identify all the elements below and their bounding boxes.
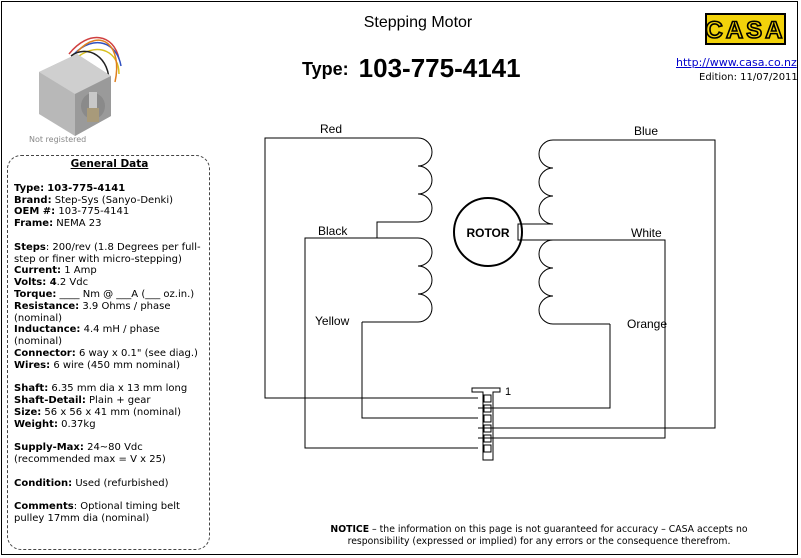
page-title: Stepping Motor <box>363 14 473 31</box>
left-coil <box>362 137 433 323</box>
spec-volts-value: .2 Vdc <box>56 277 89 289</box>
spec-comments-label: Comments <box>14 501 74 513</box>
label-white: White <box>631 226 662 240</box>
spec-torque-value: ____ Nm @ ___A (___ oz.in.) <box>59 288 195 300</box>
spec-steps-value: : 200/rev (1.8 Degrees per full-step or … <box>14 241 201 265</box>
spec-size: Size: 56 x 56 x 41 mm (nominal) <box>14 407 205 419</box>
spec-shaft-detail: Shaft-Detail: Plain + gear <box>14 395 205 407</box>
spec-oem-value: 103-775-4141 <box>58 206 130 218</box>
spec-connector-value: 6 way x 0.1" (see diag.) <box>78 347 198 359</box>
spec-oem-label: OEM #: <box>14 206 56 218</box>
spec-current-label: Current: <box>14 265 62 277</box>
spec-oem: OEM #: 103-775-4141 <box>14 206 205 218</box>
notice-label: NOTICE <box>330 524 370 535</box>
spec-wires-label: Wires: <box>14 359 51 371</box>
spec-brand: Brand: Step-Sys (Sanyo-Denki) <box>14 195 205 207</box>
spec-type-value: 103-775-4141 <box>47 182 126 194</box>
spec-type: Type: 103-775-4141 <box>14 183 205 195</box>
spec-size-label: Size: <box>14 406 42 418</box>
spec-connector: Connector: 6 way x 0.1" (see diag.) <box>14 348 205 360</box>
spec-condition-label: Condition: <box>14 477 73 489</box>
spec-supply-value: 24~80 Vdc <box>87 442 143 454</box>
connector-body <box>471 387 501 461</box>
spec-current: Current: 1 Amp <box>14 265 205 277</box>
label-orange: Orange <box>627 317 667 331</box>
spec-brand-label: Brand: <box>14 194 52 206</box>
wire-blue <box>478 139 716 429</box>
spec-steps: Steps: 200/rev (1.8 Degrees per full-ste… <box>14 242 205 266</box>
spec-resistance-value: 3.9 Ohms / phase (nominal) <box>14 300 171 324</box>
connector-pins <box>483 394 492 453</box>
spec-shaft: Shaft: 6.35 mm dia x 13 mm long <box>14 383 205 395</box>
right-coil <box>517 139 610 325</box>
photo-watermark: Not registered <box>29 135 87 144</box>
edition-date: Edition: 11/07/2011 <box>699 72 798 83</box>
wire-orange <box>478 324 611 409</box>
spec-wires: Wires: 6 wire (450 mm nominal) <box>14 360 205 372</box>
wire-white <box>478 239 666 439</box>
spec-torque: Torque: ____ Nm @ ___A (___ oz.in.) <box>14 289 205 301</box>
pin-one-label: 1 <box>505 386 511 398</box>
spec-shaft-label: Shaft: <box>14 383 49 395</box>
spec-volts: Volts: 4.2 Vdc <box>14 277 205 289</box>
label-black: Black <box>318 224 348 238</box>
spec-comments-value: : Optional timing belt pulley 17mm dia (… <box>14 501 180 525</box>
spec-weight-label: Weight: <box>14 418 58 430</box>
spec-comments: Comments: Optional timing belt pulley 17… <box>14 501 205 525</box>
spec-weight-value: 0.37kg <box>61 418 96 430</box>
spec-supply-label: Supply-Max: <box>14 442 84 454</box>
spec-brand-value: Step-Sys (Sanyo-Denki) <box>54 194 174 206</box>
spec-type-label: Type: <box>14 182 45 194</box>
spec-connector-label: Connector: <box>14 347 76 359</box>
rotor-label: ROTOR <box>466 226 509 240</box>
spec-inductance: Inductance: 4.4 mH / phase (nominal) <box>14 324 205 348</box>
motor-photo <box>19 24 123 148</box>
spec-inductance-label: Inductance: <box>14 324 81 336</box>
spec-resistance: Resistance: 3.9 Ohms / phase (nominal) <box>14 301 205 325</box>
website-link[interactable]: http://www.casa.co.nz <box>676 56 797 69</box>
general-data-panel: General Data Type: 103-775-4141 Brand: S… <box>7 155 210 550</box>
spec-frame-value: NEMA 23 <box>56 218 102 230</box>
spec-shaft-detail-label: Shaft-Detail: <box>14 395 86 407</box>
wire-black <box>304 237 478 449</box>
general-data-heading: General Data <box>70 158 149 170</box>
spec-current-value: 1 Amp <box>64 265 97 277</box>
wire-red <box>264 137 478 399</box>
spec-shaft-detail-value: Plain + gear <box>89 395 151 407</box>
type-heading-label: Type: <box>302 59 349 79</box>
wire-yellow <box>361 322 478 419</box>
type-heading: Type: 103-775-4141 <box>302 51 521 83</box>
label-red: Red <box>320 122 342 136</box>
spec-supply: Supply-Max: 24~80 Vdc <box>14 442 205 454</box>
rotor-circle <box>453 197 523 267</box>
spec-condition-value: Used (refurbished) <box>75 477 169 489</box>
spec-resistance-label: Resistance: <box>14 300 80 312</box>
spec-condition: Condition: Used (refurbished) <box>14 478 205 490</box>
spec-torque-label: Torque: <box>14 288 57 300</box>
spec-steps-label: Steps <box>14 241 46 253</box>
spec-volts-label: Volts: 4 <box>14 277 57 289</box>
notice-text: – the information on this page is not gu… <box>347 524 748 547</box>
label-blue: Blue <box>634 124 658 138</box>
label-yellow: Yellow <box>315 314 350 328</box>
spec-frame: Frame: NEMA 23 <box>14 218 205 230</box>
spec-size-value: 56 x 56 x 41 mm (nominal) <box>44 406 182 418</box>
spec-weight: Weight: 0.37kg <box>14 419 205 431</box>
spec-supply-note: (recommended max = V x 25) <box>14 454 166 466</box>
spec-wires-value: 6 wire (450 mm nominal) <box>53 359 180 371</box>
type-heading-value: 103-775-4141 <box>358 53 521 83</box>
notice: NOTICE – the information on this page is… <box>300 524 778 548</box>
spec-inductance-value: 4.4 mH / phase (nominal) <box>14 324 160 348</box>
logo-text: CASA <box>707 17 784 43</box>
spec-shaft-value: 6.35 mm dia x 13 mm long <box>51 383 188 395</box>
spec-frame-label: Frame: <box>14 218 54 230</box>
casa-logo: CASA <box>705 13 786 45</box>
